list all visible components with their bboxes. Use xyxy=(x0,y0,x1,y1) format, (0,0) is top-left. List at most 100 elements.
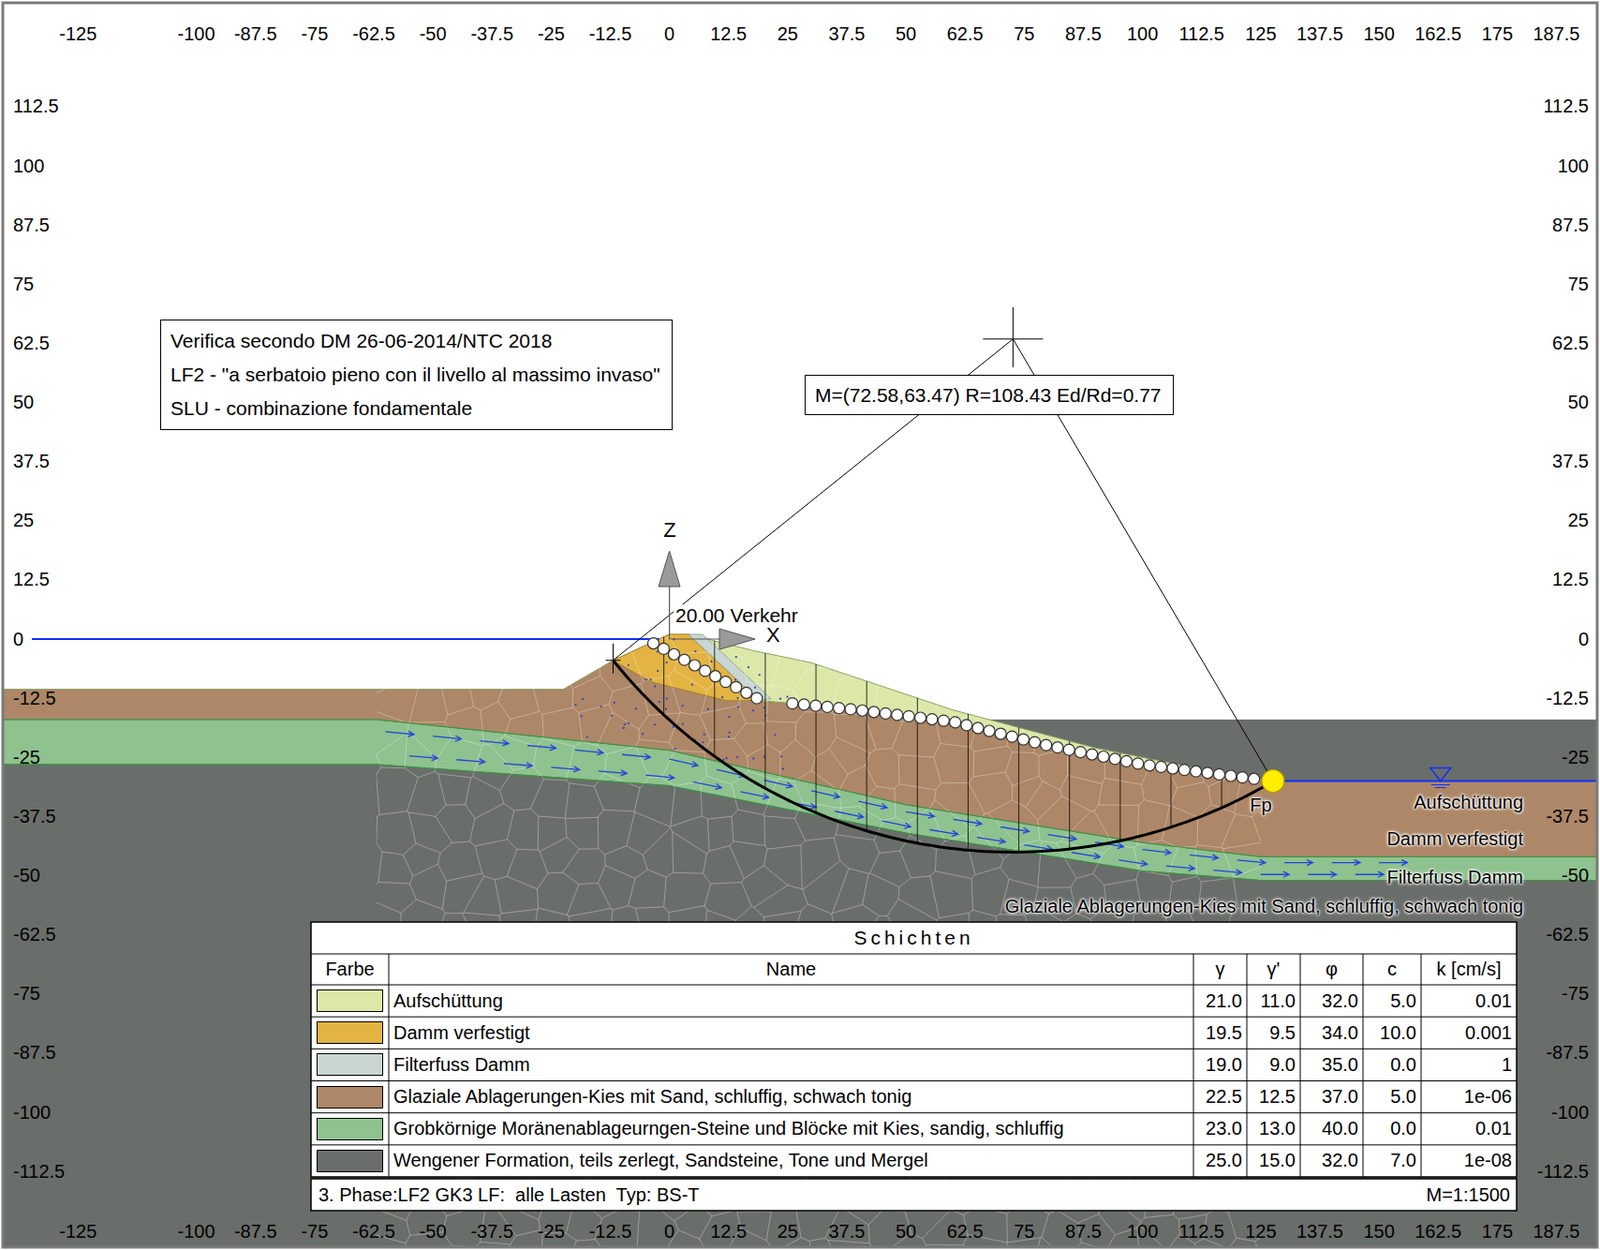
axis-tick-label: -50 xyxy=(13,864,41,887)
marker-circle xyxy=(1225,770,1237,782)
flow-arrow xyxy=(409,755,438,761)
axis-tick-label: 75 xyxy=(1013,23,1035,45)
table-header: φ xyxy=(1325,958,1338,980)
axis-tick-label: 175 xyxy=(1481,1220,1513,1243)
flow-arrow xyxy=(622,754,651,760)
slice-line xyxy=(866,681,868,831)
table-cell: 0.001 xyxy=(1465,1022,1512,1044)
flow-arrow xyxy=(1166,864,1195,871)
axis-tick-label: 125 xyxy=(1244,23,1276,45)
flow-arrow xyxy=(385,730,415,737)
glacial-layer xyxy=(2,634,1598,857)
seepage-dot xyxy=(736,696,739,699)
marker-circle xyxy=(1074,746,1086,758)
axis-tick-label: 0 xyxy=(1578,628,1589,651)
slip-circle xyxy=(612,660,1274,853)
table-footer xyxy=(311,1178,1517,1211)
marker-circle xyxy=(949,716,962,728)
flow-arrow xyxy=(645,773,674,780)
note-box: Verifica secondo DM 26-06-2014/NTC 2018L… xyxy=(160,319,673,430)
center-cross xyxy=(982,307,1043,368)
legend-text: Glaziale Ablagerungen-Kies mit Sand, sch… xyxy=(393,1085,912,1108)
axis-tick-label: -12.5 xyxy=(589,23,633,45)
seepage-dot xyxy=(645,678,648,681)
slice-line xyxy=(1018,726,1020,852)
axis-tick-label: -62.5 xyxy=(13,923,57,946)
flow-arrow xyxy=(1378,859,1408,866)
table-cell: 1 xyxy=(1501,1053,1512,1076)
table-cell: 9.5 xyxy=(1269,1022,1296,1044)
flow-arrow xyxy=(764,780,793,788)
axis-tick-label: 25 xyxy=(13,509,34,532)
axis-tick-label: 12.5 xyxy=(710,1220,747,1243)
table-cell: 7.0 xyxy=(1390,1149,1417,1171)
flow-arrow xyxy=(905,811,934,818)
axis-tick-label: -25 xyxy=(1561,746,1589,769)
water-level xyxy=(1273,780,1598,783)
seepage-dot xyxy=(752,756,755,759)
table-cell: 10.0 xyxy=(1379,1022,1417,1044)
axis-tick-label: 112.5 xyxy=(13,95,60,118)
flow-arrow xyxy=(740,791,769,800)
table-rule xyxy=(311,1048,1517,1050)
seepage-dot xyxy=(666,697,668,700)
marker-circle xyxy=(961,719,973,731)
marker-circle xyxy=(1213,768,1225,780)
fp-point xyxy=(1261,770,1285,793)
scale-label: M=1:1500 xyxy=(1425,1184,1511,1206)
seepage-dot xyxy=(658,700,661,703)
axis-tick-label: 75 xyxy=(1013,1220,1035,1243)
axis-tick-label: 87.5 xyxy=(13,214,50,237)
marker-circle xyxy=(740,686,753,698)
marker-circle xyxy=(1006,730,1018,742)
axis-tick-label: 112.5 xyxy=(1178,1220,1225,1243)
marker-circle xyxy=(915,711,927,724)
seepage-dot xyxy=(665,661,667,664)
seepage-dot xyxy=(727,715,730,718)
table-cell: 25.0 xyxy=(1205,1149,1243,1171)
axis-tick-label: 12.5 xyxy=(13,568,50,591)
layer-boundary xyxy=(2,764,1598,881)
axis-tick-label: -112.5 xyxy=(13,1160,65,1183)
slice-line xyxy=(815,664,817,813)
marker-circle xyxy=(657,642,669,654)
axis-name: X xyxy=(766,622,781,647)
axis-tick-label: 25 xyxy=(1568,509,1589,532)
seepage-dot xyxy=(703,733,706,736)
table-rule xyxy=(1362,953,1364,1177)
table-cell: 32.0 xyxy=(1321,990,1359,1012)
marker-circle xyxy=(994,727,1007,740)
point-label: Fp xyxy=(1249,794,1272,816)
seepage-dot xyxy=(758,673,761,676)
layer-name: Damm verfestigt xyxy=(1386,828,1524,850)
axis-tick-label: -50 xyxy=(1561,864,1589,887)
marker-circle xyxy=(857,704,869,716)
axis-tick-label: 37.5 xyxy=(1552,450,1589,473)
marker-circle xyxy=(1201,767,1214,779)
table-header: k [cm/s] xyxy=(1437,958,1502,980)
marker-circle xyxy=(1190,765,1202,777)
table-cell: 19.0 xyxy=(1205,1053,1243,1076)
legend-swatch xyxy=(316,1085,384,1109)
layer-boundary xyxy=(2,719,1598,857)
axis-tick-label: 50 xyxy=(895,1220,917,1243)
seepage-dot xyxy=(707,708,710,711)
marker-circle xyxy=(972,722,984,734)
axis-tick-label: 100 xyxy=(1557,155,1589,178)
legend-swatch xyxy=(316,1149,384,1172)
flow-arrow xyxy=(834,811,863,819)
seepage-dot xyxy=(627,664,630,667)
axis-tick-label: 75 xyxy=(1568,273,1589,296)
axis-tick-label: 62.5 xyxy=(13,332,50,355)
axis-tick-label: 62.5 xyxy=(1552,332,1589,355)
legend-swatch xyxy=(316,1052,384,1076)
legend-text: Aufschüttung xyxy=(393,990,504,1012)
seepage-dot xyxy=(586,735,589,738)
axis-tick-label: 112.5 xyxy=(1542,95,1589,118)
table-cell: 9.0 xyxy=(1269,1053,1296,1076)
marker-circle xyxy=(730,681,742,693)
axis-tick-label: 100 xyxy=(13,155,45,178)
flow-arrow xyxy=(811,790,840,799)
marker-circle xyxy=(1248,772,1260,785)
